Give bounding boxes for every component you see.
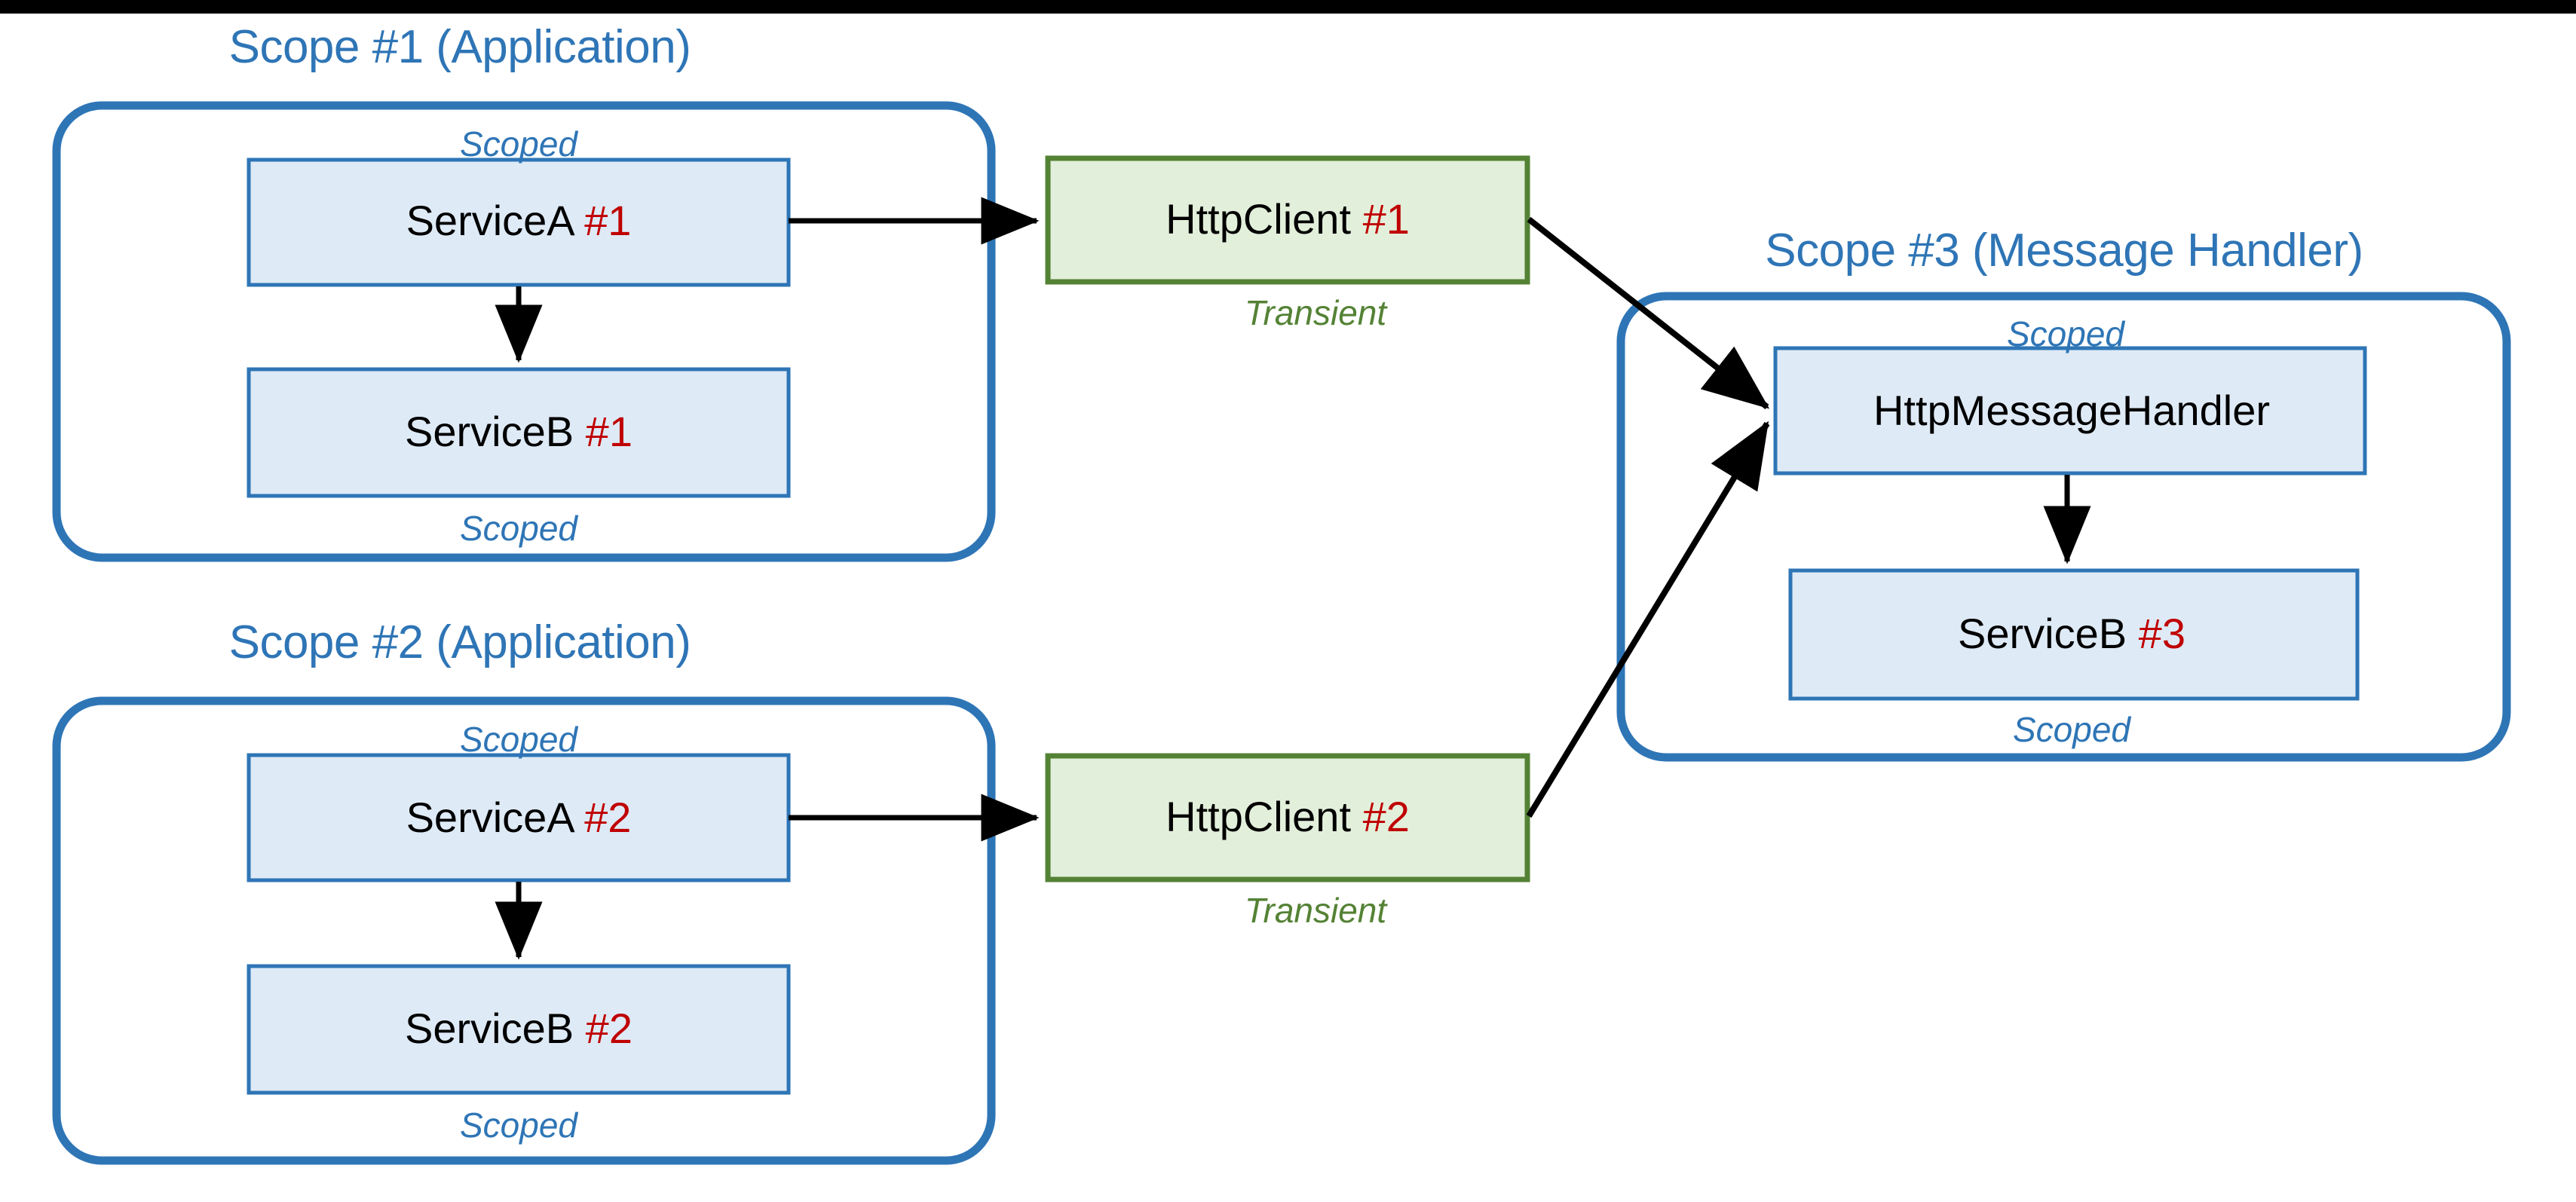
scope-3-container xyxy=(1616,292,2511,762)
http-client-2-label: HttpClient #2 xyxy=(1165,796,1410,838)
scope-2-top-lifetime-label: Scoped xyxy=(459,720,578,759)
http-client-2-name: HttpClient xyxy=(1165,793,1352,840)
service-b-1-box[interactable] xyxy=(247,367,791,498)
service-b-1-label: ServiceB #1 xyxy=(405,411,633,453)
scope-2-container xyxy=(52,696,996,1165)
service-b-2-box[interactable] xyxy=(247,964,791,1095)
service-b-3-box[interactable] xyxy=(1788,568,2360,701)
service-a-1-label: ServiceA #1 xyxy=(406,200,632,242)
service-a-2-name: ServiceA xyxy=(406,794,573,841)
http-client-1-box[interactable] xyxy=(1045,155,1530,285)
service-a-1-name: ServiceA xyxy=(406,197,573,244)
service-a-2-label: ServiceA #2 xyxy=(406,797,632,839)
scope-2-title: Scope #2 (Application) xyxy=(228,616,691,668)
http-message-handler-name: HttpMessageHandler xyxy=(1873,387,2271,434)
service-b-3-label: ServiceB #3 xyxy=(1958,613,2185,655)
http-client-1-label: HttpClient #1 xyxy=(1165,198,1410,240)
service-b-1-name: ServiceB xyxy=(405,408,574,455)
http-client-1-instance: #1 xyxy=(1362,195,1410,243)
scope-1-bottom-lifetime-label: Scoped xyxy=(459,509,578,548)
scope-2-bottom-lifetime-label: Scoped xyxy=(459,1106,578,1145)
http-message-handler-label: HttpMessageHandler xyxy=(1873,390,2270,432)
service-a-2-instance: #2 xyxy=(584,794,632,841)
service-b-2-label: ServiceB #2 xyxy=(405,1008,633,1050)
service-a-1-box[interactable] xyxy=(247,158,791,287)
service-b-2-instance: #2 xyxy=(585,1005,633,1052)
http-client-1-name: HttpClient xyxy=(1165,195,1352,243)
service-b-3-instance: #3 xyxy=(2138,610,2185,657)
http-client-1-lifetime-label: Transient xyxy=(1244,293,1387,332)
scope-3-title: Scope #3 (Message Handler) xyxy=(1765,225,2363,277)
arrow-httpclient2-to-handler xyxy=(1526,421,1770,818)
scope-3-top-lifetime-label: Scoped xyxy=(2006,314,2125,353)
service-a-1-instance: #1 xyxy=(584,197,632,244)
http-client-2-instance: #2 xyxy=(1362,793,1410,840)
scope-3-bottom-lifetime-label: Scoped xyxy=(2012,710,2131,749)
service-b-2-name: ServiceB xyxy=(405,1005,574,1052)
http-client-2-box[interactable] xyxy=(1045,753,1530,882)
scope-1-title: Scope #1 (Application) xyxy=(228,21,691,73)
http-client-2-lifetime-label: Transient xyxy=(1244,891,1387,930)
service-a-2-box[interactable] xyxy=(247,753,791,882)
service-b-1-instance: #1 xyxy=(585,408,633,455)
service-b-3-name: ServiceB xyxy=(1958,610,2127,657)
http-message-handler-box[interactable] xyxy=(1773,346,2367,476)
arrow-httpclient1-to-handler xyxy=(1527,216,1770,410)
letterbox-bar-top xyxy=(0,0,2576,14)
scope-1-top-lifetime-label: Scoped xyxy=(459,124,578,164)
scope-1-container xyxy=(52,101,996,562)
